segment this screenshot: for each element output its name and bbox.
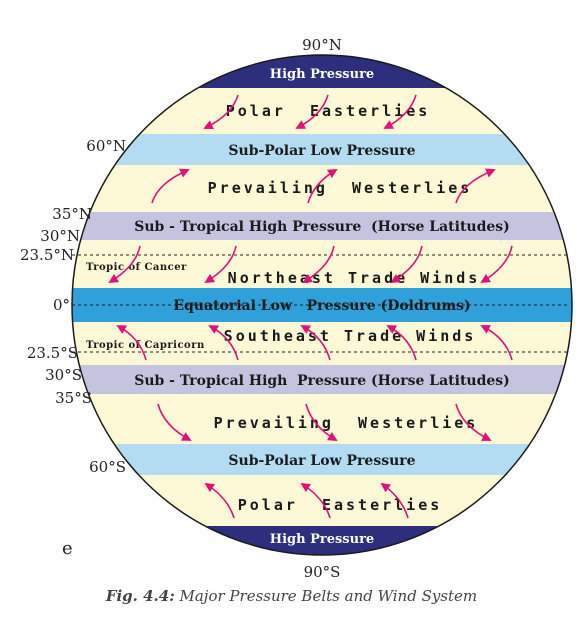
polar-easterlies-north-label: Polar Easterlies xyxy=(226,102,431,120)
tropic-of-capricorn-label: Tropic of Capricorn xyxy=(86,340,205,351)
wind-arrow-icon xyxy=(455,403,492,441)
south-pole-label: 90°S xyxy=(304,563,341,581)
wind-arrow-icon xyxy=(151,168,190,204)
wind-arrow-icon xyxy=(295,94,329,129)
lat-35n-label: 35°N xyxy=(52,205,92,223)
subpolar-low-north-label: Sub-Polar Low Pressure xyxy=(228,143,415,159)
wind-arrow-icon xyxy=(116,325,147,361)
wind-arrow-icon xyxy=(390,245,423,284)
band-subpolar-low-south xyxy=(72,444,572,475)
lat-35s-label: 35°S xyxy=(55,389,92,407)
lat-30n-label: 30°N xyxy=(40,227,80,245)
lat-60s-label: 60°S xyxy=(89,458,126,476)
polar-easterlies-south-label: Polar Easterlies xyxy=(238,496,443,514)
westerlies-north-label: Prevailing Westerlies xyxy=(208,179,473,197)
band-subpolar-low-north xyxy=(72,134,572,165)
lat-30s-label: 30°S xyxy=(45,366,82,384)
wind-arrow-icon xyxy=(157,403,192,441)
wind-arrow-icon xyxy=(204,245,237,284)
subtropical-high-north-label: Sub - Tropical High Pressure (Horse Lati… xyxy=(134,219,510,235)
figure-caption: Fig. 4.4: Major Pressure Belts and Wind … xyxy=(0,587,583,605)
northeast-trades-label: Northeast Trade Winds xyxy=(228,269,481,287)
equatorial-low-label: Equatorial Low Pressure (Doldrums) xyxy=(173,298,470,314)
stray-letter: e xyxy=(62,538,73,559)
figure-title: Major Pressure Belts and Wind System xyxy=(174,587,478,605)
wind-arrow-icon xyxy=(480,245,513,284)
wind-arrow-icon xyxy=(307,169,338,204)
band-subtropical-high-south xyxy=(72,365,572,394)
wind-arrow-icon xyxy=(203,94,239,129)
wind-arrow-icon xyxy=(480,325,513,361)
wind-arrow-icon xyxy=(208,325,239,361)
wind-arrow-icon xyxy=(300,482,331,519)
wind-arrow-icon xyxy=(300,325,331,361)
wind-arrow-icon xyxy=(302,245,335,284)
wind-arrow-icon xyxy=(455,168,496,204)
high-pressure-south-label: High Pressure xyxy=(270,532,374,547)
figure-number: Fig. 4.4: xyxy=(105,587,175,605)
lat-23s-label: 23.5°S xyxy=(27,344,78,362)
southeast-trades-label: Southeast Trade Winds xyxy=(224,327,477,345)
lat-60n-label: 60°N xyxy=(86,137,126,155)
wind-arrow-icon xyxy=(108,245,141,284)
wind-arrow-icon xyxy=(386,325,417,361)
subtropical-high-south-label: Sub - Tropical High Pressure (Horse Lati… xyxy=(134,373,510,389)
subpolar-low-south-label: Sub-Polar Low Pressure xyxy=(228,453,415,469)
band-subtropical-high-north xyxy=(72,212,572,240)
lat-equator-label: 0° xyxy=(53,296,70,314)
wind-arrow-icon xyxy=(204,482,235,519)
wind-arrow-icon xyxy=(305,403,338,441)
high-pressure-north-label: High Pressure xyxy=(270,67,374,82)
tropic-of-cancer-label: Tropic of Cancer xyxy=(86,262,187,273)
lat-23n-label: 23.5°N xyxy=(20,246,74,264)
north-pole-label: 90°N xyxy=(302,36,342,54)
wind-arrow-icon xyxy=(383,94,417,129)
westerlies-south-label: Prevailing Westerlies xyxy=(214,414,479,432)
wind-arrows xyxy=(108,94,513,519)
wind-arrow-icon xyxy=(380,482,409,519)
